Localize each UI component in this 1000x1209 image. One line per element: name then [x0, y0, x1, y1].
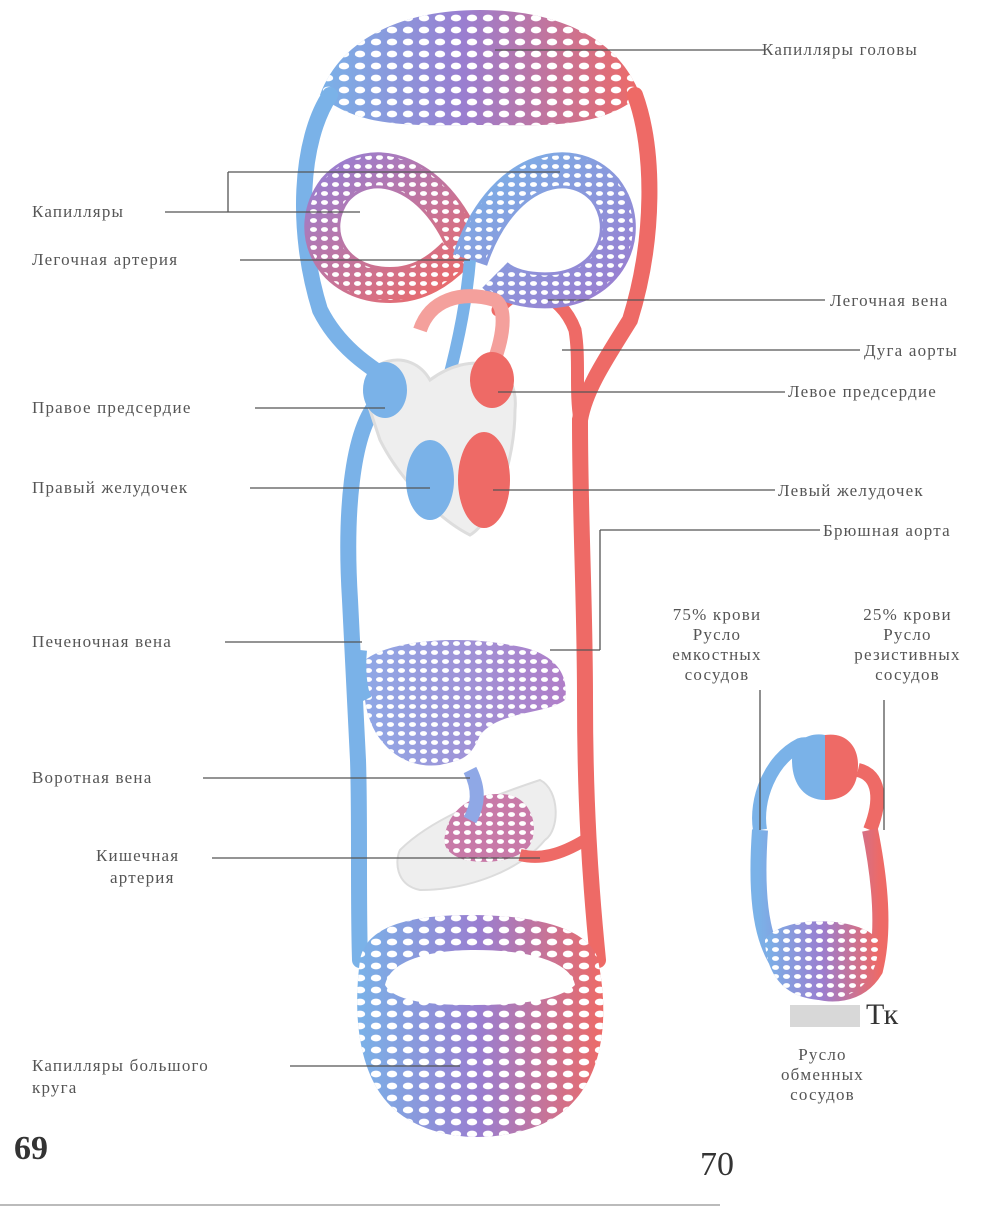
label-pulmonary-artery: Легочная артерия [32, 250, 178, 270]
figure-number-70: 70 [700, 1146, 734, 1184]
label-capillaries: Капилляры [32, 202, 124, 222]
exchange-line3: сосудов [760, 1085, 885, 1105]
label-right-ventricle: Правый желудочек [32, 478, 188, 498]
label-head-capillaries: Капилляры головы [762, 40, 918, 60]
label-tk: Тк [866, 998, 898, 1032]
label-systemic-capillaries-line1: Капилляры большого [32, 1056, 209, 1076]
liver-capillary-bed [365, 640, 566, 766]
figure70-schematic [758, 734, 880, 1027]
exchange-line1: Русло [760, 1045, 885, 1065]
portal-vein-vessel [470, 770, 477, 820]
head-capillary-bed [320, 10, 640, 125]
capacitive-line1: 75% крови [652, 605, 782, 625]
label-right-atrium: Правое предсердие [32, 398, 192, 418]
right-atrium-shape [363, 362, 407, 418]
label-hepatic-vein: Печеночная вена [32, 632, 172, 652]
label-intestinal-artery-line1: Кишечная [96, 846, 179, 866]
heart [363, 352, 515, 535]
label-abdominal-aorta: Брюшная аорта [823, 521, 951, 541]
label-pulmonary-vein: Легочная вена [830, 291, 949, 311]
fig70-arterial-chamber [825, 735, 858, 800]
fig70-tk-marker [790, 1005, 860, 1027]
resistive-line4: сосудов [835, 665, 980, 685]
label-portal-vein: Воротная вена [32, 768, 152, 788]
label-resistive-bed: 25% крови Русло резистивных сосудов [835, 605, 980, 685]
resistive-line3: резистивных [835, 645, 980, 665]
label-left-atrium: Левое предсердие [788, 382, 937, 402]
page-divider [0, 1204, 720, 1206]
lung-capillary-left [322, 170, 470, 285]
resistive-line2: Русло [835, 625, 980, 645]
right-ventricle-shape [406, 440, 454, 520]
label-capacitive-bed: 75% крови Русло емкостных сосудов [652, 605, 782, 685]
label-aortic-arch: Дуга аорты [864, 341, 958, 361]
lung-capillary-right [470, 170, 618, 290]
capacitive-line2: Русло [652, 625, 782, 645]
label-left-ventricle: Левый желудочек [778, 481, 924, 501]
figure-number-69: 69 [14, 1130, 48, 1168]
left-atrium-shape [470, 352, 514, 408]
hepatic-vein-vessel [359, 650, 365, 700]
resistive-line1: 25% крови [835, 605, 980, 625]
label-exchange-bed: Русло обменных сосудов [760, 1045, 885, 1105]
left-ventricle-shape [458, 432, 510, 528]
label-intestinal-artery-line2: артерия [110, 868, 175, 888]
exchange-line2: обменных [760, 1065, 885, 1085]
systemic-capillary-bed [357, 915, 603, 1137]
capacitive-line4: сосудов [652, 665, 782, 685]
label-systemic-capillaries-line2: круга [32, 1078, 78, 1098]
capacitive-line3: емкостных [652, 645, 782, 665]
